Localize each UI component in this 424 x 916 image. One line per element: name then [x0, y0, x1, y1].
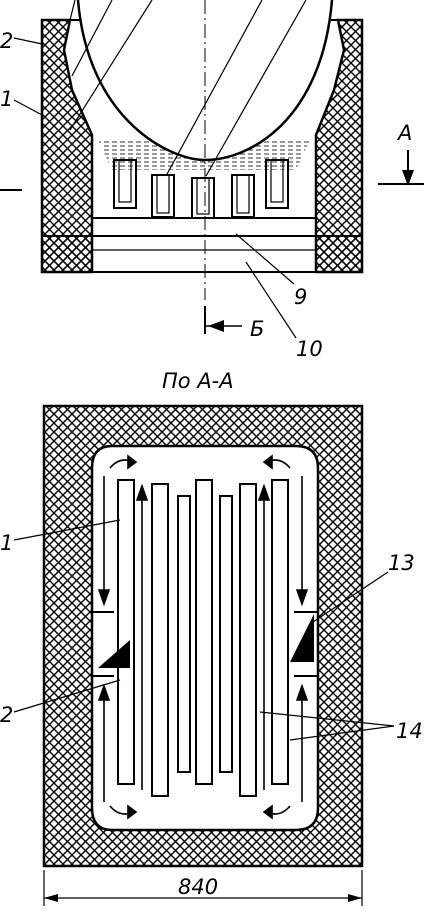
callout-line: [245, 261, 297, 339]
section-b-arrowhead: [208, 320, 224, 332]
callout-13: 13: [388, 551, 415, 575]
callout-1-bottom: 1: [0, 531, 13, 555]
dim-arrow-left: [44, 894, 58, 902]
top-section-view: А Б 2 1 9 10: [0, 0, 424, 361]
left-insulation-wall: [40, 18, 94, 274]
plan-insulation-frame: [42, 404, 364, 868]
callout-line: [13, 679, 121, 713]
plan-view-a-a: 840 1 2 13 14: [0, 404, 423, 906]
callout-line: [13, 519, 121, 541]
leader-lines-top: [69, 0, 307, 177]
right-insulation-wall: [314, 18, 364, 274]
plan-outer-outline: [43, 405, 363, 867]
callout-2-bottom: 2: [0, 703, 13, 727]
callout-line: [13, 99, 45, 117]
callout-line: [289, 725, 395, 741]
callout-line: [13, 37, 43, 45]
callout-1-top: 1: [0, 87, 13, 111]
section-a-label: А: [396, 121, 412, 145]
baffle-left: [98, 640, 130, 668]
flow-arrows: [97, 454, 309, 820]
baffle-right: [290, 614, 314, 662]
left-base-block: [41, 235, 93, 273]
view-title: По А-А: [162, 369, 234, 393]
plan-heater-elements: [117, 479, 289, 797]
section-b-label: Б: [250, 317, 264, 341]
callout-2-top: 2: [0, 29, 13, 53]
right-base-block: [315, 235, 363, 273]
inner-chamber: [91, 135, 317, 272]
callout-14: 14: [396, 719, 423, 743]
section-a-arrowhead: [402, 170, 414, 186]
callout-10: 10: [296, 337, 323, 361]
dim-arrow-right: [348, 894, 362, 902]
callout-line: [309, 571, 389, 625]
heater-elements: [113, 159, 289, 219]
callout-line: [235, 233, 295, 285]
dimension-value: 840: [178, 875, 218, 899]
callout-9: 9: [294, 285, 307, 309]
callout-line: [259, 711, 395, 727]
